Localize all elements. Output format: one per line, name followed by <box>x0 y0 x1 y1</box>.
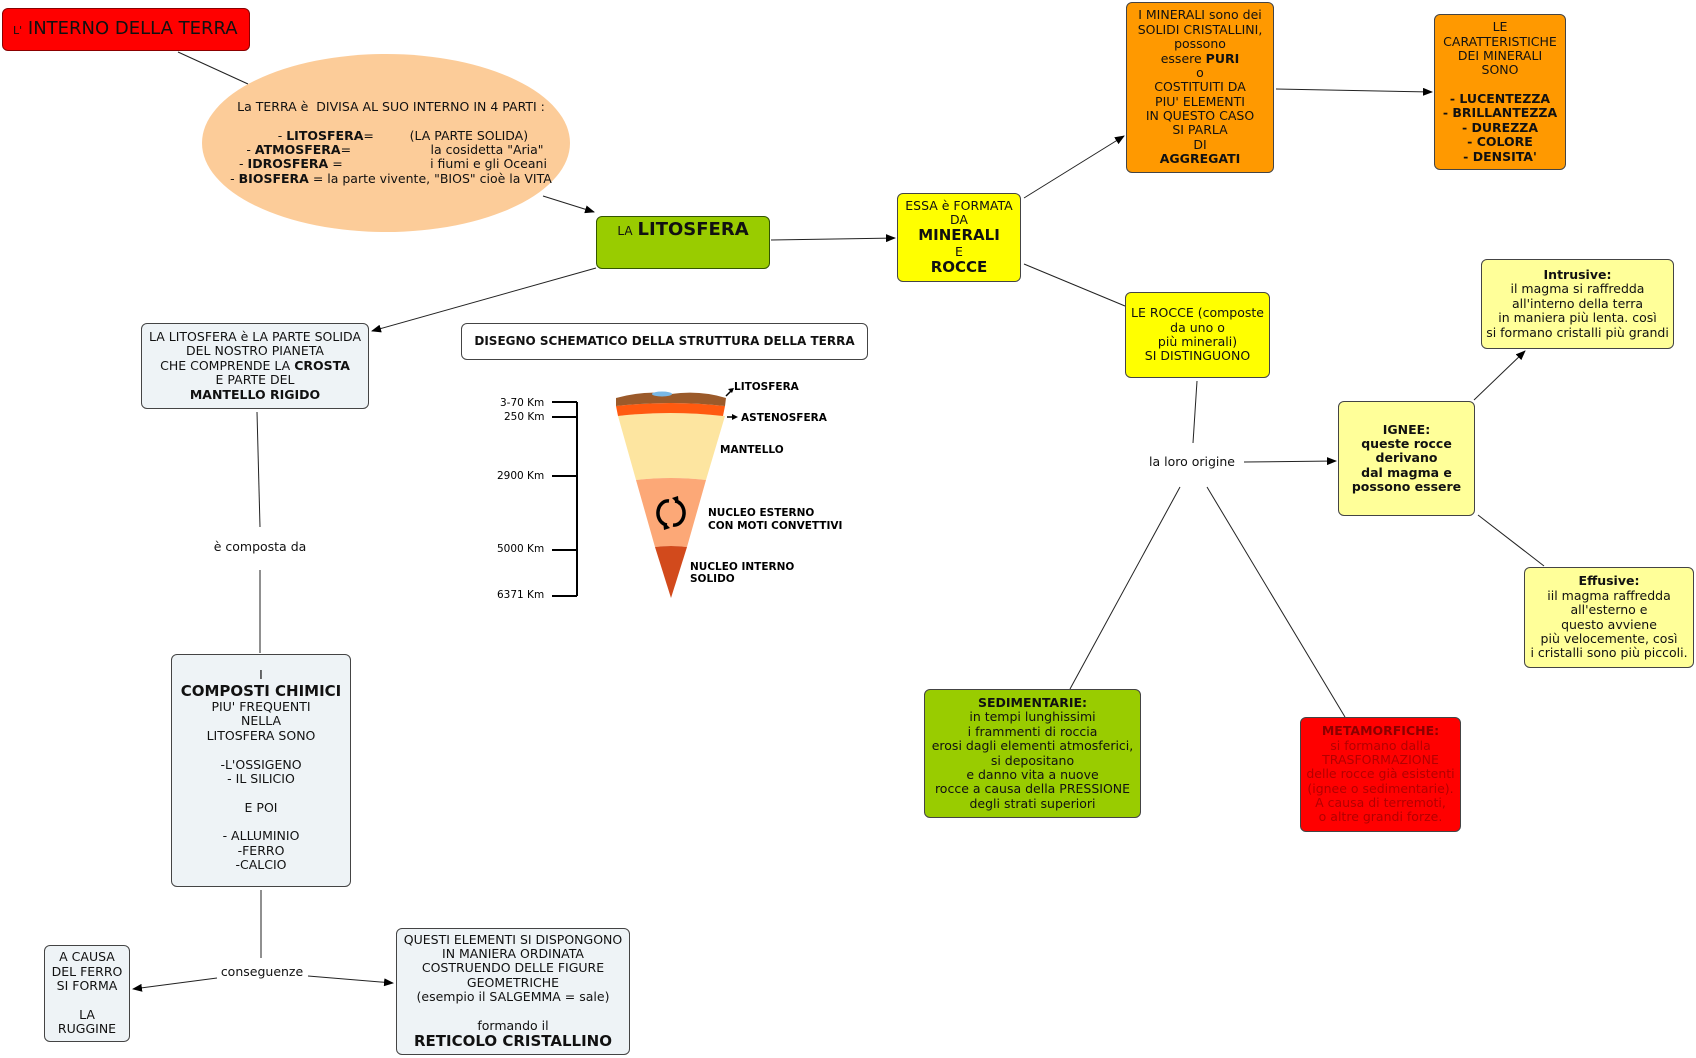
astenosphere-layer <box>616 403 725 416</box>
intrusive-node: Intrusive: il magma si raffredda all'int… <box>1481 259 1674 349</box>
metamorfiche-node: METAMORFICHE: si formano dalla TRASFORMA… <box>1300 717 1461 832</box>
ruggine-node: A CAUSA DEL FERRO SI FORMA LA RUGGINE <box>44 945 130 1042</box>
intro-part-atmosfera: - ATMOSFERA= la cosidetta "Aria" <box>238 142 544 157</box>
minerali-node: I MINERALI sono dei SOLIDI CRISTALLINI, … <box>1126 2 1274 173</box>
formata-node: ESSA è FORMATA DA MINERALI E ROCCE <box>897 193 1021 282</box>
inner-core-layer <box>655 546 687 598</box>
rocce-node: LE ROCCE (composte da uno o più minerali… <box>1125 292 1270 378</box>
effusive-node: Effusive: iil magma raffredda all'estern… <box>1524 567 1694 668</box>
intro-part-litosfera: - LITOSFERA= (LA PARTE SOLIDA) <box>253 127 529 143</box>
intro-part-biosfera: - BIOSFERA = la parte vivente, "BIOS" ci… <box>230 170 552 186</box>
layer-label-nucleo-interno: NUCLEO INTERNO <box>690 561 794 573</box>
intro-part-idrosfera: - IDROSFERA = i fiumi e gli Oceani <box>235 156 547 172</box>
depth-label: 2900 Km <box>497 470 544 482</box>
title-text: INTERNO DELLA TERRA <box>27 18 238 40</box>
definition-node: LA LITOSFERA è LA PARTE SOLIDA DEL NOSTR… <box>141 323 369 409</box>
depth-label: 3-70 Km <box>500 397 544 409</box>
title-prefix: L' <box>13 24 23 38</box>
ocean-patch <box>652 391 672 397</box>
lithosphere-layer <box>616 392 726 406</box>
reticolo-node: QUESTI ELEMENTI SI DISPONGONO IN MANIERA… <box>396 928 630 1055</box>
layer-label-moti: CON MOTI CONVETTIVI <box>708 520 842 532</box>
title-node: L' INTERNO DELLA TERRA <box>2 8 250 51</box>
composti-node: I COMPOSTI CHIMICI PIU' FREQUENTI NELLA … <box>171 654 351 887</box>
litosfera-prefix: LA <box>617 224 633 238</box>
mantle-layer <box>618 413 725 480</box>
layer-label-litosfera: LITOSFERA <box>734 381 800 393</box>
layer-label-mantello: MANTELLO <box>720 444 784 456</box>
schema-title-box: DISEGNO SCHEMATICO DELLA STRUTTURA DELLA… <box>461 323 868 360</box>
sedimentarie-node: SEDIMENTARIE: in tempi lunghissimi i fra… <box>924 689 1141 818</box>
caratteristiche-node: LE CARATTERISTICHE DEI MINERALI SONO - L… <box>1434 14 1566 170</box>
depth-label: 6371 Km <box>497 589 544 601</box>
ignee-node: IGNEE: queste rocce derivano dal magma e… <box>1338 401 1475 516</box>
conseguenze-label: conseguenze <box>220 964 304 979</box>
litosfera-name: LITOSFERA <box>637 219 749 240</box>
depth-label: 5000 Km <box>497 543 544 555</box>
layer-label-solido: SOLIDO <box>690 573 735 585</box>
outer-core-layer <box>636 478 706 547</box>
composta-label: è composta da <box>213 539 307 554</box>
depth-label: 250 Km <box>504 411 545 423</box>
intro-ellipse: La TERRA è DIVISA AL SUO INTERNO IN 4 PA… <box>202 54 570 232</box>
intro-blank <box>389 114 393 128</box>
litosfera-node: LA LITOSFERA <box>596 216 770 269</box>
layer-label-astenosfera: ASTENOSFERA <box>741 412 828 424</box>
origine-label: la loro origine <box>1149 454 1235 469</box>
schema-title: DISEGNO SCHEMATICO DELLA STRUTTURA DELLA… <box>474 333 855 348</box>
intro-heading: La TERRA è DIVISA AL SUO INTERNO IN 4 PA… <box>237 98 545 114</box>
earth-structure-diagram: 3-70 Km 250 Km 2900 Km 5000 Km 6371 Km L… <box>497 381 842 601</box>
layer-label-nucleo-esterno: NUCLEO ESTERNO <box>708 507 814 519</box>
